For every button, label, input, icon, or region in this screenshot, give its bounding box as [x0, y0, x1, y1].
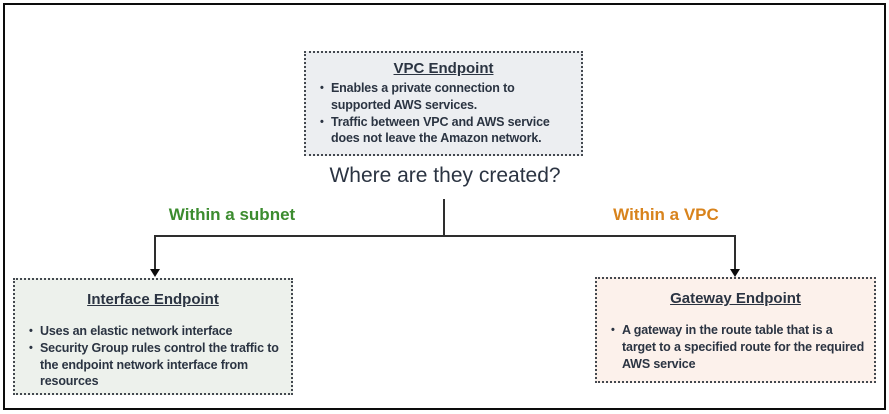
vpc-endpoint-bullet: Enables a private connection to supporte…	[318, 80, 575, 114]
gateway-endpoint-bullet: A gateway in the route table that is a t…	[609, 322, 868, 372]
question-text: Where are they created?	[329, 164, 561, 187]
connector-horizontal-line	[154, 235, 736, 237]
branch-right-label: Within a VPC	[613, 205, 719, 224]
gateway-endpoint-title: Gateway Endpoint	[670, 290, 801, 307]
vpc-endpoint-title: VPC Endpoint	[393, 60, 494, 77]
vpc-endpoint-bullet-list: Enables a private connection to supporte…	[306, 80, 581, 147]
interface-endpoint-bullet: Uses an elastic network interface	[27, 323, 285, 340]
connector-question-drop-line	[443, 199, 445, 236]
interface-endpoint-title: Interface Endpoint	[87, 291, 219, 308]
gateway-endpoint-box: Gateway Endpoint A gateway in the route …	[595, 277, 876, 383]
interface-endpoint-bullet-list: Uses an elastic network interface Securi…	[15, 323, 291, 390]
interface-endpoint-box: Interface Endpoint Uses an elastic netwo…	[13, 278, 293, 395]
arrow-down-right-icon	[730, 269, 740, 277]
branch-left-label: Within a subnet	[168, 205, 296, 224]
arrow-down-left-icon	[150, 269, 160, 277]
gateway-endpoint-bullet-list: A gateway in the route table that is a t…	[597, 322, 874, 372]
vpc-endpoint-bullet: Traffic between VPC and AWS service does…	[318, 114, 575, 148]
vpc-endpoint-box: VPC Endpoint Enables a private connectio…	[304, 51, 583, 156]
interface-endpoint-bullet: Security Group rules control the traffic…	[27, 340, 285, 390]
connector-left-drop-line	[154, 235, 156, 271]
connector-right-drop-line	[734, 235, 736, 271]
